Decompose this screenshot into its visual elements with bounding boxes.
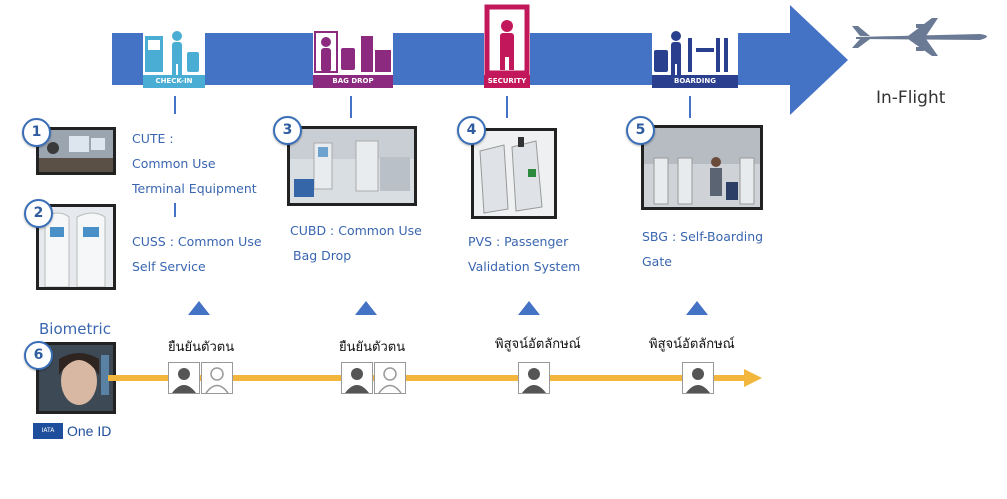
cute-description: CUTE : Common Use Terminal Equipment [132, 131, 257, 196]
badge-5: 5 [626, 116, 655, 145]
triangle-marker [188, 301, 210, 315]
stage-label: CHECK-IN [143, 75, 205, 88]
checkpoint-label: ยืนยันตัวตน [168, 340, 235, 355]
checkpoint-label: ยืนยันตัวตน [339, 340, 406, 355]
triangle-marker [355, 301, 377, 315]
person-filled-icon [341, 362, 373, 394]
badge-2: 2 [24, 199, 53, 228]
badge-3: 3 [273, 116, 302, 145]
connector-bag-drop [350, 96, 352, 118]
person-outline-icon [374, 362, 406, 394]
checkpoint-label: พิสูจน์อัตลักษณ์ [495, 337, 581, 352]
pvs-photo [471, 128, 557, 219]
check-in-icon [145, 31, 199, 76]
cuss-description: CUSS : Common Use Self Service [132, 234, 262, 274]
biometric-timeline [108, 375, 748, 381]
biometric-label: Biometric [39, 320, 111, 338]
badge-6: 6 [24, 341, 53, 370]
person-filled-icon [518, 362, 550, 394]
sbg-description: SBG : Self-Boarding Gate [642, 229, 764, 269]
stage-boarding: BOARDING [652, 28, 738, 88]
connector-boarding [689, 96, 691, 118]
bag-drop-icon [314, 31, 391, 73]
stage-bag-drop: BAG DROP [313, 28, 393, 88]
iata-logo: IATA [33, 423, 63, 439]
stage-check-in: CHECK-IN [143, 28, 205, 88]
security-gate-icon [484, 4, 530, 76]
process-arrowhead [790, 5, 848, 115]
cute-photo [36, 127, 116, 175]
checkpoint-label: พิสูจน์อัตลักษณ์ [649, 337, 735, 352]
person-outline-icon [201, 362, 233, 394]
sbg-photo [641, 125, 763, 210]
person-filled-icon [168, 362, 200, 394]
connector-security [506, 96, 508, 118]
pvs-description: PVS : Passenger Validation System [468, 234, 581, 274]
stage-label: SECURITY [484, 75, 530, 88]
inflight-label: In-Flight [876, 88, 946, 108]
badge-4: 4 [457, 116, 486, 145]
triangle-marker [518, 301, 540, 315]
triangle-marker [686, 301, 708, 315]
badge-1: 1 [22, 118, 51, 147]
boarding-icon [654, 31, 728, 76]
stage-security: SECURITY [484, 4, 530, 88]
stage-label: BAG DROP [313, 75, 393, 88]
connector-cute-cuss [174, 203, 176, 217]
timeline-arrowhead [744, 369, 762, 387]
cubd-photo [287, 126, 417, 206]
one-id-label: One ID [67, 423, 112, 439]
cubd-description: CUBD : Common Use Bag Drop [290, 223, 422, 263]
connector-check-in [174, 96, 176, 114]
person-filled-icon [682, 362, 714, 394]
stage-label: BOARDING [652, 75, 738, 88]
airplane-icon [852, 18, 987, 56]
